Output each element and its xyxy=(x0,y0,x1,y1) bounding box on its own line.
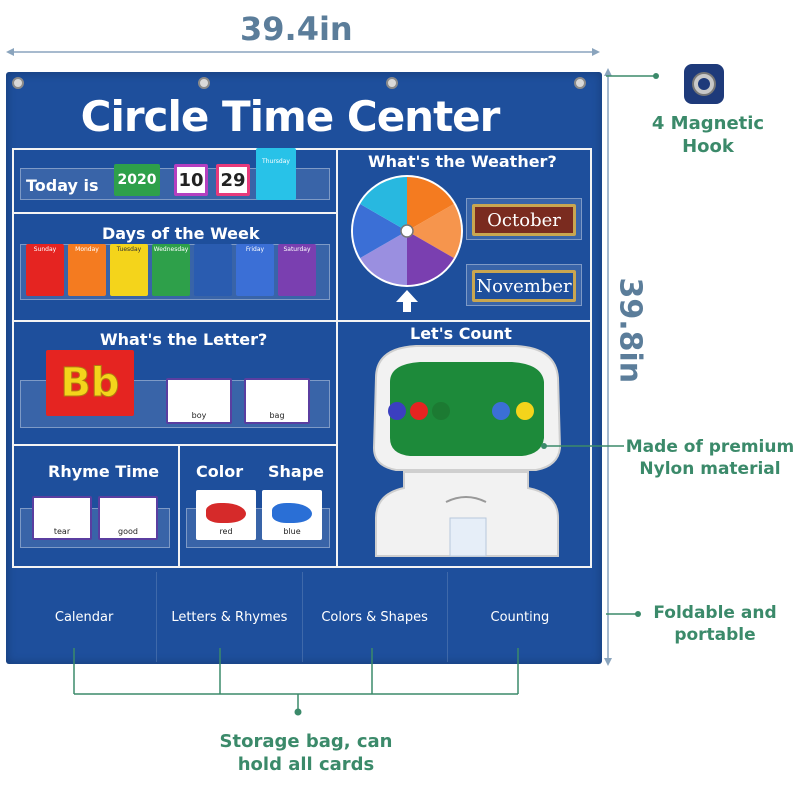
counting-robot-icon xyxy=(372,345,562,557)
foldable-leader-line xyxy=(606,611,641,617)
divider xyxy=(12,320,592,322)
day-card-tuesday: Tuesday xyxy=(110,244,148,296)
pocket-chart: Circle Time Center Today is 2020 10 29 T… xyxy=(6,72,602,664)
rhyme-heading: Rhyme Time xyxy=(48,462,160,481)
storage-bracket xyxy=(73,648,519,716)
divider xyxy=(178,444,180,568)
days-row: Sunday Monday Tuesday Wednesday Friday S… xyxy=(26,244,316,296)
storage-bag-row: Calendar Letters & Rhymes Colors & Shape… xyxy=(12,572,592,662)
bag-label: Letters & Rhymes xyxy=(171,609,288,625)
divider xyxy=(12,444,336,446)
word-card-boy: boy xyxy=(166,378,232,424)
storage-bag-colors: Colors & Shapes xyxy=(303,572,448,662)
divider xyxy=(12,148,14,568)
bag-label: Calendar xyxy=(54,609,114,625)
word-card-blue: blue xyxy=(262,490,322,540)
day-number-card: 29 xyxy=(216,164,250,196)
material-callout: Made of premium Nylon material xyxy=(625,437,795,480)
hook-leader-line xyxy=(606,73,659,79)
shape-heading: Shape xyxy=(268,462,325,481)
word-label: blue xyxy=(283,527,301,536)
weather-heading: What's the Weather? xyxy=(368,152,557,171)
word-card-red: red xyxy=(196,490,256,540)
height-arrow xyxy=(604,68,612,666)
material-leader-line xyxy=(541,443,624,449)
weather-wheel xyxy=(351,175,463,287)
weather-pointer-icon xyxy=(396,290,418,312)
word-card-good: good xyxy=(98,496,158,540)
day-card-saturday: Saturday xyxy=(278,244,316,296)
foldable-callout: Foldable and portable xyxy=(653,603,777,646)
word-label: red xyxy=(219,527,233,536)
blue-scribble-icon xyxy=(272,503,312,523)
storage-bag-letters: Letters & Rhymes xyxy=(157,572,303,662)
color-heading: Color xyxy=(196,462,244,481)
divider xyxy=(336,148,338,568)
month-card-november: November xyxy=(472,270,576,302)
word-label: good xyxy=(118,527,138,536)
divider xyxy=(12,212,336,214)
year-card: 2020 xyxy=(114,164,160,196)
counter-dot xyxy=(388,402,406,420)
storage-callout: Storage bag, can hold all cards xyxy=(219,731,393,776)
count-heading: Let's Count xyxy=(410,324,512,343)
grommet xyxy=(12,77,24,89)
weekday-card: Thursday xyxy=(256,148,296,200)
counter-dot xyxy=(410,402,428,420)
counter-dot xyxy=(492,402,510,420)
chart-title: Circle Time Center xyxy=(80,92,501,141)
word-label: tear xyxy=(53,527,71,536)
word-card-tear: tear xyxy=(32,496,92,540)
grommet xyxy=(386,77,398,89)
word-label: boy xyxy=(191,411,207,420)
day-card-friday: Friday xyxy=(236,244,274,296)
letter-heading: What's the Letter? xyxy=(100,330,268,349)
divider xyxy=(12,148,592,150)
month-card-october: October xyxy=(472,204,576,236)
weekday-label: Thursday xyxy=(262,158,290,165)
storage-bag-counting: Counting xyxy=(448,572,592,662)
counter-dot xyxy=(432,402,450,420)
bag-label: Counting xyxy=(490,609,550,625)
counter-dot xyxy=(516,402,534,420)
day-card-monday: Monday xyxy=(68,244,106,296)
day-card-sunday: Sunday xyxy=(26,244,64,296)
letter-card: Bb xyxy=(46,350,134,416)
grommet xyxy=(198,77,210,89)
width-dimension: 39.4in xyxy=(240,10,353,48)
storage-bag-calendar: Calendar xyxy=(12,572,158,662)
today-label: Today is xyxy=(26,176,99,195)
hook-callout: 4 Magnetic Hook xyxy=(651,113,765,158)
letter-text: Bb xyxy=(60,360,120,407)
divider xyxy=(12,566,592,568)
month-number-card: 10 xyxy=(174,164,208,196)
red-scribble-icon xyxy=(206,503,246,523)
word-label: bag xyxy=(269,411,285,420)
bag-label: Colors & Shapes xyxy=(321,609,428,625)
height-dimension: 39.8in xyxy=(612,277,648,384)
divider xyxy=(590,148,592,568)
magnetic-hook-icon xyxy=(684,64,724,104)
days-heading: Days of the Week xyxy=(102,224,260,243)
day-card-wednesday: Wednesday xyxy=(152,244,190,296)
grommet xyxy=(574,77,586,89)
day-card-empty xyxy=(194,244,232,296)
word-card-bag: bag xyxy=(244,378,310,424)
width-arrow xyxy=(6,48,600,56)
